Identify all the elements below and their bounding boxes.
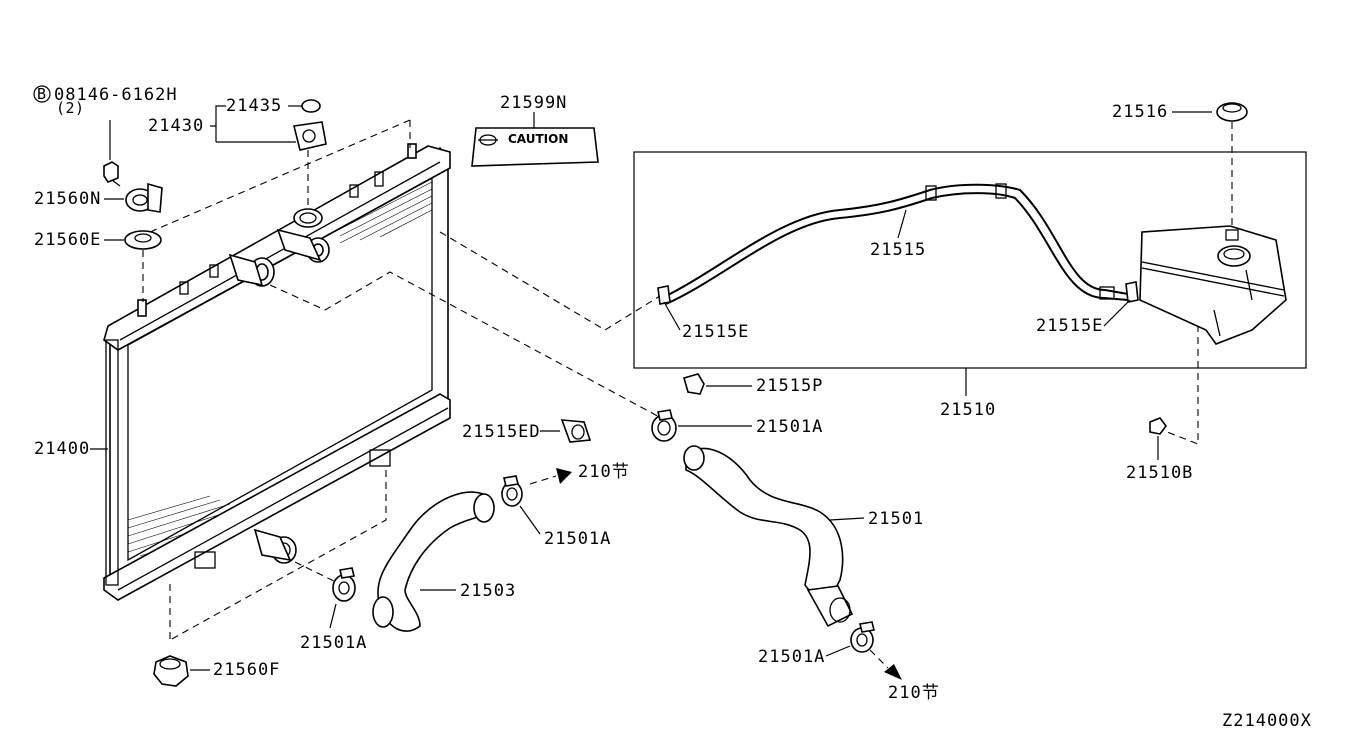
ref-lower: 210节 [888, 683, 940, 703]
clamp-21501A-mid[interactable]: 21501A [501, 475, 611, 549]
part-21435[interactable]: 21435 [226, 96, 321, 116]
part-21515ED[interactable]: 21515ED [462, 419, 592, 443]
label-21515: 21515 [870, 240, 926, 260]
part-21560N[interactable]: 21560N [34, 182, 163, 213]
clamp-21501A-lower-right[interactable]: 21501A [758, 621, 875, 667]
part-21430[interactable]: 21430 [148, 105, 327, 151]
caution-text: CAUTION [508, 132, 568, 146]
clamp-21501A-upper[interactable]: 21501A [651, 409, 823, 442]
part-21560F[interactable]: 21560F [153, 655, 280, 687]
label-21430: 21430 [148, 116, 204, 136]
label-21515E-left: 21515E [682, 322, 749, 342]
label-21501A-lower-right: 21501A [758, 647, 825, 667]
ref-upper: 210节 [578, 462, 630, 482]
part-21599N-caution-label[interactable]: 21599N CAUTION [471, 93, 599, 167]
part-21560E[interactable]: 21560E [34, 230, 162, 250]
label-21501: 21501 [868, 509, 924, 529]
label-21501A-mid: 21501A [544, 529, 611, 549]
label-21501A-upper: 21501A [756, 417, 823, 437]
part-21515P[interactable]: 21515P [683, 373, 823, 396]
hose-21503[interactable]: 21503 [372, 491, 516, 632]
label-21599N: 21599N [500, 93, 567, 113]
diagram-code: Z214000X [1222, 711, 1312, 731]
label-21560E: 21560E [34, 230, 101, 250]
label-21515E-right: 21515E [1036, 316, 1103, 336]
label-21510B: 21510B [1126, 463, 1193, 483]
bolt-symbol: B [37, 85, 47, 103]
label-21510: 21510 [940, 400, 996, 420]
label-21516: 21516 [1112, 102, 1168, 122]
bolt-callout: B 08146-6162H (2) [33, 85, 178, 187]
label-21560F: 21560F [213, 660, 280, 680]
part-21510B[interactable]: 21510B [1126, 417, 1193, 483]
reservoir-assembly-21510[interactable] [633, 151, 1307, 369]
label-21501A-lower-left: 21501A [300, 633, 367, 653]
ref-arrow-upper: 210节 [529, 462, 630, 485]
ref-arrow-lower: 210节 [869, 649, 940, 703]
dashed-leaders [142, 119, 1233, 641]
hose-21501[interactable]: 21501 [683, 445, 924, 628]
label-21515ED: 21515ED [462, 422, 541, 442]
radiator-21400[interactable] [103, 143, 451, 601]
label-bolt-qty: (2) [56, 99, 85, 117]
label-21503: 21503 [460, 581, 516, 601]
label-21435: 21435 [226, 96, 282, 116]
label-21400: 21400 [34, 439, 90, 459]
label-21515P: 21515P [756, 376, 823, 396]
label-21560N: 21560N [34, 189, 101, 209]
part-21516[interactable]: 21516 [1112, 102, 1248, 122]
label-bolt: 08146-6162H [54, 85, 178, 105]
part-21400-callout: 21400 [34, 439, 108, 459]
clamp-21501A-lower-left[interactable]: 21501A [300, 567, 367, 653]
